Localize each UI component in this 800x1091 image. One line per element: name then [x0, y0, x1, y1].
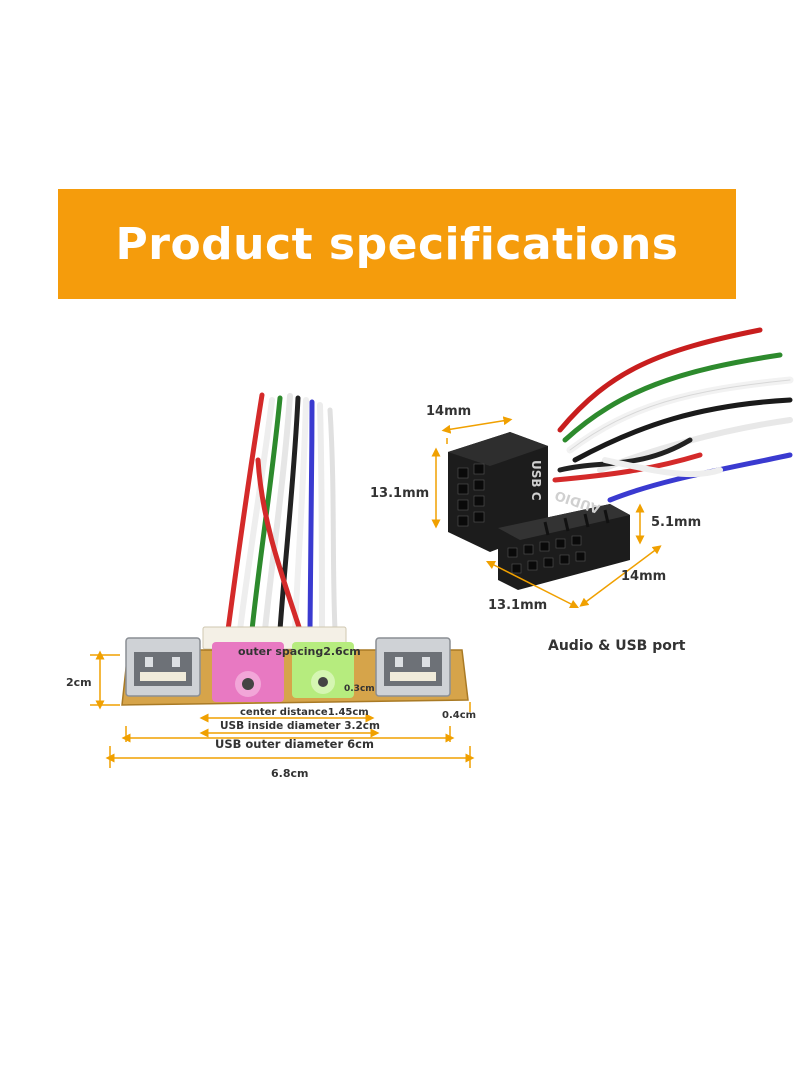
- panel-dimension-lines: [90, 650, 475, 768]
- title-banner: Product specifications: [58, 189, 736, 299]
- label-panel-height: 2cm: [66, 676, 92, 689]
- usb-header-connector: USB C: [448, 432, 548, 552]
- cable-wires-right: [552, 327, 794, 503]
- dim-length-bottom: [485, 560, 580, 609]
- connector-dimension-lines: [431, 416, 662, 609]
- label-height-left: 13.1mm: [370, 486, 429, 501]
- label-usb-outer: USB outer diameter 6cm: [215, 737, 374, 751]
- dim-width-top: [441, 416, 513, 434]
- label-outer-spacing: outer spacing2.6cm: [238, 645, 361, 658]
- label-usb-inside: USB inside diameter 3.2cm: [220, 720, 380, 732]
- label-total-width: 6.8cm: [271, 767, 308, 780]
- label-center-distance: center distance1.45cm: [240, 707, 369, 718]
- label-width-right: 14mm: [621, 569, 666, 584]
- green-audio-jack: [292, 642, 354, 698]
- label-thickness: 5.1mm: [651, 515, 701, 530]
- usb-port-left: [125, 637, 201, 697]
- label-length-bottom: 13.1mm: [488, 598, 547, 613]
- dim-width-right: [579, 545, 662, 607]
- label-board-offset: 0.4cm: [442, 710, 476, 721]
- label-jack-gap: 0.3cm: [344, 684, 375, 694]
- usb-port-right: [375, 637, 451, 697]
- pink-audio-jack: [212, 642, 284, 702]
- label-width-top: 14mm: [426, 404, 471, 419]
- page-title: Product specifications: [115, 218, 679, 270]
- connector-caption: Audio & USB port: [548, 638, 686, 654]
- cable-wires-left: [225, 392, 338, 633]
- usb-marking: USB C: [529, 460, 543, 501]
